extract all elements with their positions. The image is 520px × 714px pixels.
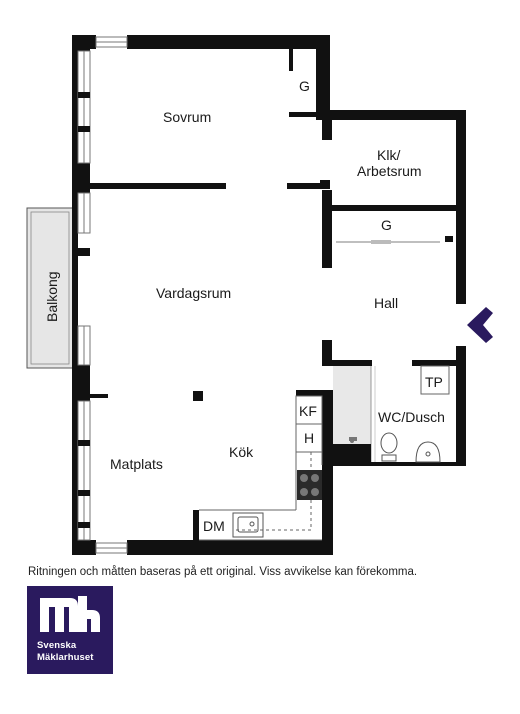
closet-door (371, 240, 391, 244)
sink-icon (232, 512, 264, 538)
room-label-tp: TP (425, 374, 443, 390)
washbasin-icon (415, 441, 441, 463)
kitchen-counter (199, 395, 323, 541)
toilet-icon (380, 432, 398, 462)
shower-area (333, 366, 376, 462)
room-label-balkong: Balkong (44, 271, 60, 322)
room-label-sovrum: Sovrum (163, 109, 211, 125)
room-label-g-top: G (299, 78, 310, 94)
room-label-kf: KF (299, 403, 317, 419)
room-label-dm: DM (203, 518, 225, 534)
room-label-h: H (304, 430, 314, 446)
logo-text-line2: Mäklarhuset (37, 652, 94, 663)
walls (72, 35, 466, 555)
room-label-kok: Kök (229, 444, 254, 460)
room-label-klk: Klk/ (377, 147, 400, 163)
room-label-vardagsrum: Vardagsrum (156, 285, 231, 301)
room-label-arbetsrum: Arbetsrum (357, 163, 422, 179)
room-label-matplats: Matplats (110, 456, 163, 472)
logo-text-line1: Svenska (37, 640, 77, 651)
company-logo: Svenska Mäklarhuset (27, 586, 113, 674)
faucet-icon (349, 437, 357, 443)
tp-box (420, 365, 450, 395)
windows (77, 36, 128, 554)
room-label-wc: WC/Dusch (378, 409, 445, 425)
logo-mark-icon (40, 596, 100, 632)
room-label-hall: Hall (374, 295, 398, 311)
floor-plan: Sovrum G Klk/ Arbetsrum G Vardagsrum Hal… (26, 35, 493, 555)
balcony (26, 207, 74, 369)
entrance-arrow-icon (467, 307, 493, 343)
stove-icon (297, 470, 322, 500)
room-label-g-hall: G (381, 217, 392, 233)
disclaimer-text: Ritningen och måtten baseras på ett orig… (28, 566, 418, 578)
